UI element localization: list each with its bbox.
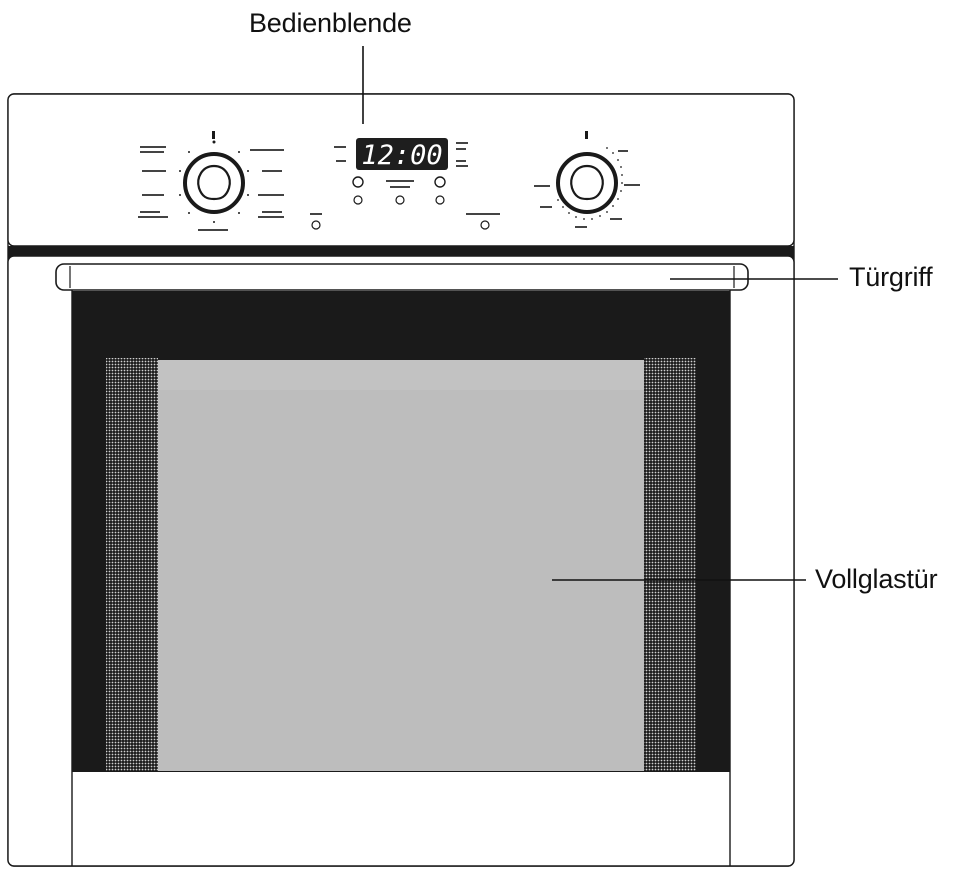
panel-gap	[8, 246, 794, 258]
door	[7, 255, 795, 867]
clock-buttons[interactable]	[352, 176, 446, 205]
clock-button-2[interactable]	[395, 195, 405, 205]
temperature-knob[interactable]	[556, 152, 618, 214]
temperature-knob-markings	[534, 131, 640, 228]
temperature-button[interactable]	[480, 220, 490, 230]
door-print-right	[644, 358, 696, 771]
control-panel: 12:00	[7, 93, 795, 247]
light-button[interactable]	[311, 220, 321, 230]
door-glass	[158, 360, 644, 771]
door-print-left	[106, 358, 158, 771]
clock-button-3[interactable]	[435, 195, 445, 205]
plus-button[interactable]	[434, 176, 446, 188]
door-handle[interactable]	[55, 263, 749, 291]
callout-glass-door: Vollglastür	[815, 564, 938, 594]
callout-door-handle: Türgriff	[849, 262, 933, 292]
clock-time: 12:00	[361, 140, 442, 171]
function-knob[interactable]	[183, 152, 245, 214]
function-knob-markings	[138, 131, 284, 231]
minus-button[interactable]	[352, 176, 364, 188]
clock-display: 12:00	[334, 138, 468, 171]
clock-button-1[interactable]	[353, 195, 363, 205]
callout-control-panel: Bedienblende	[249, 8, 412, 38]
